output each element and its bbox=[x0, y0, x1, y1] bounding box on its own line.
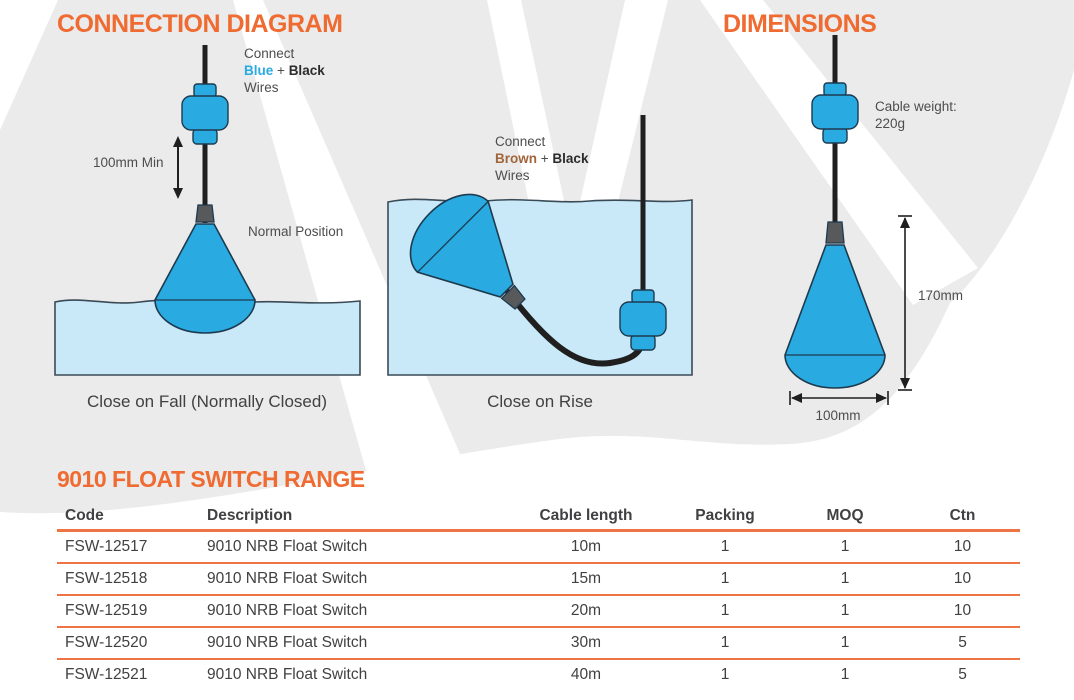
col-header-code: Code bbox=[65, 506, 104, 524]
connect-word: Connect bbox=[244, 46, 295, 61]
cable-weight-value: 220g bbox=[875, 116, 906, 131]
dimensions-heading: DIMENSIONS bbox=[723, 10, 877, 38]
w-logo-watermark bbox=[0, 0, 978, 520]
cell-moq: 1 bbox=[840, 570, 850, 587]
wire-color-black: Black bbox=[288, 63, 325, 78]
table-row: FSW-12520 9010 NRB Float Switch 30m 1 1 … bbox=[57, 628, 1020, 660]
width-dimension-arrow bbox=[789, 391, 889, 405]
cell-packing: 1 bbox=[720, 634, 730, 651]
table-header-row: Code Description Cable length Packing MO… bbox=[57, 502, 1020, 532]
normal-position-label: Normal Position bbox=[248, 224, 344, 239]
cable-weight-note: Cable weight: 220g bbox=[875, 98, 957, 132]
plus-sign: + bbox=[540, 151, 549, 166]
cable-weight-icon bbox=[181, 83, 229, 145]
cell-moq: 1 bbox=[840, 602, 850, 619]
float-switch-range-table: Code Description Cable length Packing MO… bbox=[57, 502, 1020, 690]
table-row: FSW-12519 9010 NRB Float Switch 20m 1 1 … bbox=[57, 596, 1020, 628]
cell-ctn: 10 bbox=[953, 538, 972, 555]
cable-vertical bbox=[640, 115, 646, 305]
float-teardrop bbox=[784, 221, 886, 389]
col-header-cable-length: Cable length bbox=[539, 506, 633, 524]
connect-word: Connect bbox=[495, 134, 546, 149]
cell-code: FSW-12520 bbox=[65, 634, 148, 651]
cell-description: 9010 NRB Float Switch bbox=[207, 570, 368, 587]
connection-diagram-heading: CONNECTION DIAGRAM bbox=[57, 10, 343, 38]
cell-ctn: 5 bbox=[958, 666, 967, 683]
connect-note-fall: Connect Blue + Black Wires bbox=[244, 45, 325, 96]
cell-cable-length: 30m bbox=[570, 634, 602, 651]
cell-cable-length: 40m bbox=[570, 666, 602, 683]
height-dimension-label: 170mm bbox=[918, 288, 964, 303]
float-teardrop-tilted bbox=[409, 193, 526, 310]
cell-packing: 1 bbox=[720, 666, 730, 683]
cell-packing: 1 bbox=[720, 570, 730, 587]
table-row: FSW-12517 9010 NRB Float Switch 10m 1 1 … bbox=[57, 532, 1020, 564]
cell-ctn: 10 bbox=[953, 570, 972, 587]
close-on-fall-caption: Close on Fall (Normally Closed) bbox=[87, 392, 327, 411]
cell-ctn: 5 bbox=[958, 634, 967, 651]
cable-weight-icon bbox=[619, 289, 667, 351]
min-distance-label: 100mm Min bbox=[93, 155, 164, 170]
cell-packing: 1 bbox=[720, 538, 730, 555]
height-dimension-arrow bbox=[898, 215, 912, 391]
cable-weight-icon bbox=[811, 82, 859, 144]
table-row: FSW-12518 9010 NRB Float Switch 15m 1 1 … bbox=[57, 564, 1020, 596]
table-row: FSW-12521 9010 NRB Float Switch 40m 1 1 … bbox=[57, 660, 1020, 690]
wire-color-black: Black bbox=[552, 151, 589, 166]
col-header-ctn: Ctn bbox=[949, 506, 976, 524]
cell-code: FSW-12521 bbox=[65, 666, 148, 683]
cell-ctn: 10 bbox=[953, 602, 972, 619]
col-header-packing: Packing bbox=[695, 506, 755, 524]
cell-description: 9010 NRB Float Switch bbox=[207, 602, 368, 619]
cell-code: FSW-12517 bbox=[65, 538, 148, 555]
plus-sign: + bbox=[277, 63, 285, 78]
cell-cable-length: 15m bbox=[570, 570, 602, 587]
wire-color-blue: Blue bbox=[244, 63, 274, 78]
cable-weight-label: Cable weight: bbox=[875, 99, 957, 114]
cell-cable-length: 20m bbox=[570, 602, 602, 619]
cable-curved bbox=[505, 289, 646, 367]
cell-description: 9010 NRB Float Switch bbox=[207, 538, 368, 555]
table-title: 9010 FLOAT SWITCH RANGE bbox=[57, 466, 365, 492]
width-dimension-label: 100mm bbox=[815, 408, 861, 423]
wire-color-brown: Brown bbox=[495, 151, 537, 166]
cell-description: 9010 NRB Float Switch bbox=[207, 634, 368, 651]
dimensions-diagram bbox=[784, 35, 912, 405]
connect-note-rise: Connect Brown + Black Wires bbox=[495, 133, 588, 184]
cell-code: FSW-12518 bbox=[65, 570, 148, 587]
wires-word: Wires bbox=[495, 168, 530, 183]
close-on-rise-diagram bbox=[387, 115, 693, 376]
min-distance-arrow bbox=[173, 136, 183, 199]
cell-description: 9010 NRB Float Switch bbox=[207, 666, 368, 683]
cell-moq: 1 bbox=[840, 634, 850, 651]
cell-code: FSW-12519 bbox=[65, 602, 148, 619]
cell-packing: 1 bbox=[720, 602, 730, 619]
cell-cable-length: 10m bbox=[570, 538, 602, 555]
cell-moq: 1 bbox=[840, 538, 850, 555]
col-header-moq: MOQ bbox=[826, 506, 864, 524]
col-header-description: Description bbox=[207, 506, 293, 524]
float-teardrop bbox=[154, 204, 256, 334]
cell-moq: 1 bbox=[840, 666, 850, 683]
wires-word: Wires bbox=[244, 80, 279, 95]
close-on-fall-diagram bbox=[54, 45, 361, 376]
close-on-rise-caption: Close on Rise bbox=[487, 392, 593, 411]
